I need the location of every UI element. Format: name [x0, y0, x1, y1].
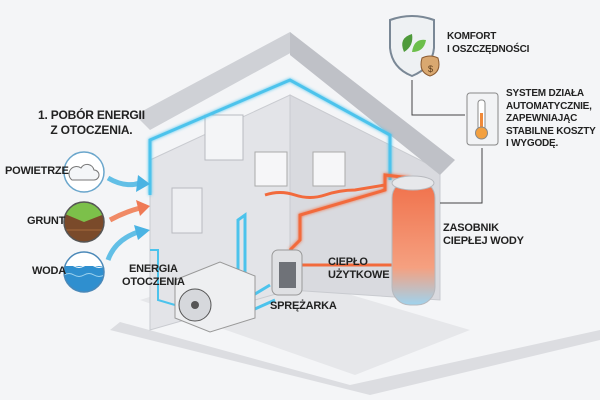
label-line: SYSTEM DZIAŁA [506, 88, 584, 99]
system-description: SYSTEM DZIAŁA AUTOMATYCZNIE, ZAPEWNIAJĄC… [506, 88, 596, 151]
label-line: UŻYTKOWE [328, 269, 390, 281]
title-line: Z OTOCZENIA. [50, 123, 133, 137]
source-arrows [105, 175, 150, 261]
label-line: ENERGIA [129, 263, 178, 275]
label-line: KOMFORT [447, 31, 497, 42]
source-label-air: POWIETRZE [5, 165, 69, 177]
label-line: I WYGODĘ. [506, 138, 559, 149]
label-line: CIEPŁEJ WODY [443, 235, 524, 247]
radiator [312, 151, 346, 187]
label-line: STABILNE KOSZTY [506, 125, 596, 137]
label-line: OTOCZENIA [122, 276, 185, 288]
title-line: 1. POBÓR ENERGII [38, 108, 145, 122]
cloud-icon [63, 151, 105, 193]
source-label-water: WODA [32, 265, 67, 277]
source-label-ground: GRUNT [27, 215, 66, 227]
heat-pump-outdoor-unit [174, 261, 256, 333]
label-line: ZASOBNIK [443, 222, 499, 234]
hot-pipes [264, 173, 411, 267]
title: 1. POBÓR ENERGII Z OTOCZENIA. [38, 108, 145, 138]
thermometer-icon [466, 92, 499, 146]
label-line: ZAPEWNIAJĄC [506, 113, 578, 124]
roof-right [290, 32, 455, 175]
label-line: I OSZCZĘDNOŚCI [447, 44, 530, 55]
svg-text:$: $ [428, 64, 433, 74]
floor-slab [110, 322, 600, 395]
window [204, 114, 244, 161]
window [171, 187, 203, 234]
soil-icon [63, 201, 105, 243]
useful-heat-label: CIEPŁO UŻYTKOWE [328, 256, 390, 282]
connector-lines [411, 80, 483, 204]
roof-left [135, 32, 305, 130]
hot-water-tank [391, 179, 436, 306]
tank-label: ZASOBNIK CIEPŁEJ WODY [443, 222, 524, 248]
radiator [254, 151, 288, 187]
water-icon [63, 251, 105, 293]
label-line: CIEPŁO [328, 256, 368, 268]
label-line: AUTOMATYCZNIE, [506, 100, 592, 112]
ambient-energy-label: ENERGIA OTOCZENIA [122, 263, 185, 289]
comfort-label: KOMFORT I OSZCZĘDNOŚCI [447, 30, 529, 56]
compressor-label: SPRĘŻARKA [270, 300, 337, 312]
shield-leaf-money-icon: $ [389, 15, 440, 78]
